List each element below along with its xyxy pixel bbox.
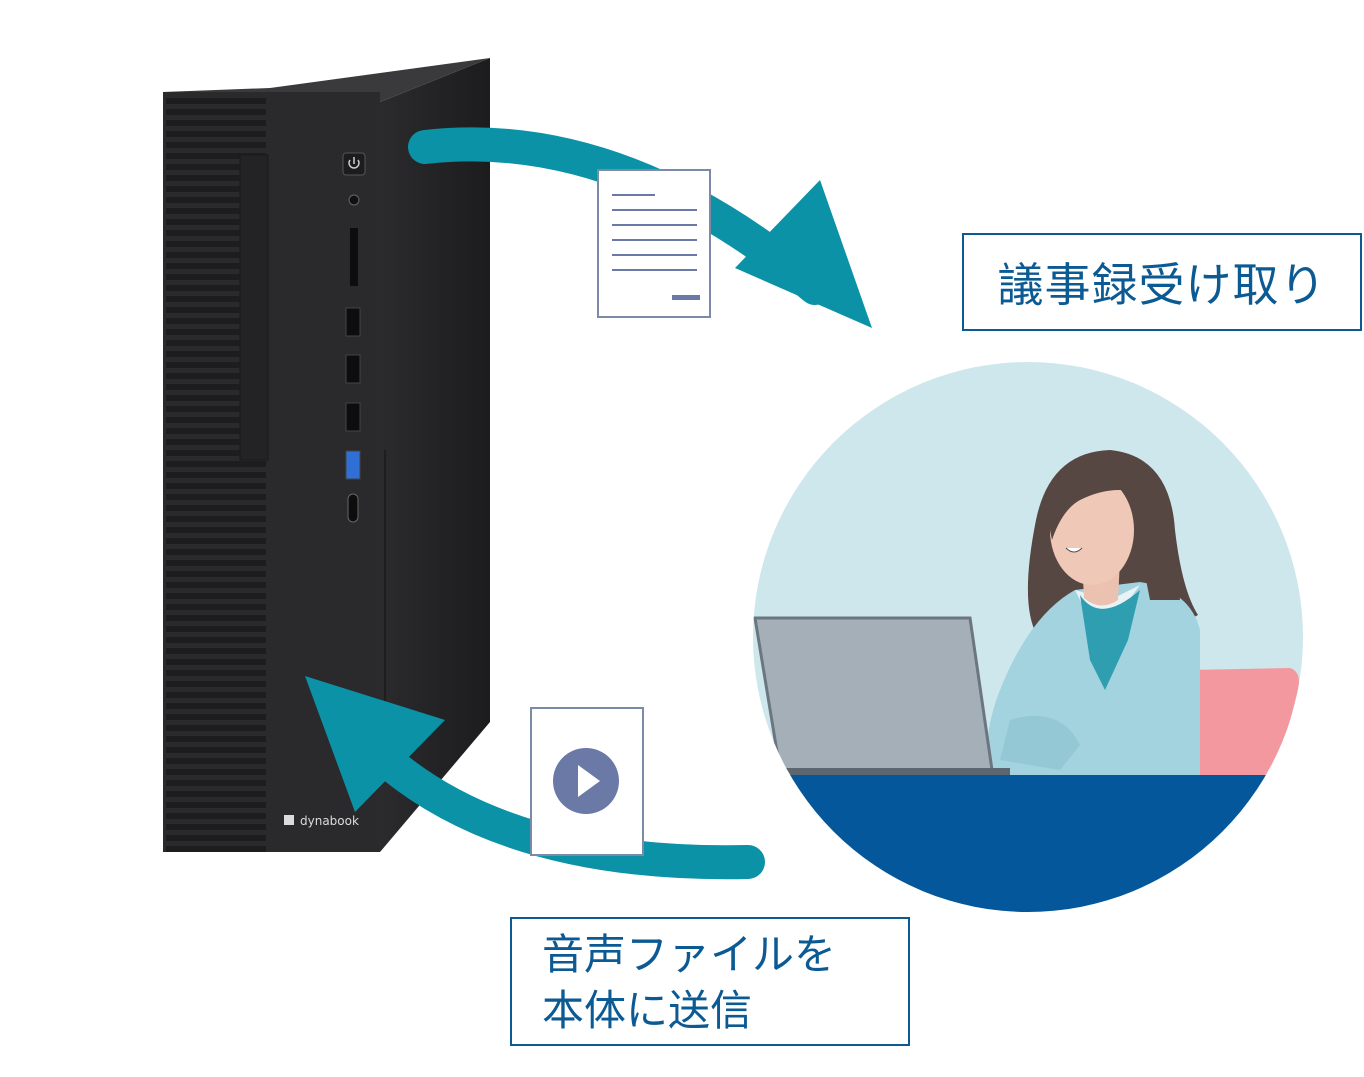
vent-slat	[166, 98, 266, 104]
vent-slat	[166, 714, 266, 720]
vent-slat	[166, 813, 266, 819]
vent-slat	[166, 109, 266, 115]
vent-slat	[166, 153, 266, 159]
headphone-jack[interactable]	[348, 194, 360, 206]
vent-slat	[166, 197, 266, 203]
vent-slat	[166, 725, 266, 731]
vent-slat	[166, 274, 266, 280]
vent-slat	[166, 593, 266, 599]
usb-port[interactable]	[345, 354, 361, 384]
vent-slat	[166, 560, 266, 566]
vent-slat	[166, 791, 266, 797]
vent-slat	[166, 549, 266, 555]
vent-slat	[166, 648, 266, 654]
vent-slat	[166, 329, 266, 335]
vent-slat	[166, 362, 266, 368]
vent-slat	[166, 780, 266, 786]
office-worker-illustration	[753, 362, 1303, 912]
vent-slat	[166, 450, 266, 456]
vent-slat	[166, 703, 266, 709]
vent-slat	[166, 164, 266, 170]
vent-slat	[166, 417, 266, 423]
vent-slat	[166, 263, 266, 269]
audio-send-line2: 本体に送信	[542, 986, 753, 1035]
vent-slat	[166, 384, 266, 390]
vent-slat	[166, 307, 266, 313]
usb-port[interactable]	[345, 402, 361, 432]
vent-slat	[166, 769, 266, 775]
vent-slat	[166, 494, 266, 500]
vent-slat	[166, 659, 266, 665]
vent-slat	[166, 131, 266, 137]
vent-slat	[166, 758, 266, 764]
vent-slat	[166, 142, 266, 148]
vent-slat	[166, 230, 266, 236]
arrow-audio-to-pc	[305, 676, 765, 880]
vent-slat	[166, 527, 266, 533]
vent-slat	[166, 626, 266, 632]
desktop-pc: dynabook	[163, 58, 490, 852]
document-icon	[597, 169, 711, 318]
vent-slat	[166, 340, 266, 346]
vent-slat	[166, 285, 266, 291]
vent-slat	[166, 175, 266, 181]
desk	[753, 775, 1303, 912]
minutes-received-label: 議事録受け取り	[962, 233, 1362, 331]
vent-slat	[166, 351, 266, 357]
audio-send-line1: 音声ファイルを	[542, 930, 837, 979]
vent-slat	[166, 439, 266, 445]
vent-slat	[166, 120, 266, 126]
pc-vent-grille	[166, 98, 266, 852]
dynabook-logo-icon	[284, 815, 294, 825]
vent-slat	[166, 406, 266, 412]
vent-slat	[166, 483, 266, 489]
vent-slat	[166, 615, 266, 621]
vent-slat	[166, 318, 266, 324]
vent-slat	[166, 571, 266, 577]
vent-slat	[166, 186, 266, 192]
vent-slat	[166, 582, 266, 588]
vent-slat	[166, 670, 266, 676]
usb3-port[interactable]	[345, 450, 361, 480]
card-reader-slot[interactable]	[350, 228, 358, 286]
laptop-screen	[753, 616, 994, 772]
usb-c-port[interactable]	[347, 493, 359, 523]
audio-send-label: 音声ファイルを 本体に送信	[510, 917, 910, 1046]
vent-slat	[166, 736, 266, 742]
usb-port[interactable]	[345, 307, 361, 337]
vent-slat	[166, 681, 266, 687]
vent-slat	[166, 472, 266, 478]
pc-drive-bay	[239, 154, 269, 461]
brand-text: dynabook	[300, 814, 359, 828]
vent-slat	[166, 428, 266, 434]
power-icon[interactable]	[342, 152, 366, 176]
vent-slat	[166, 846, 266, 852]
vent-slat	[166, 637, 266, 643]
vent-slat	[166, 505, 266, 511]
vent-slat	[166, 208, 266, 214]
audio-file-icon	[530, 707, 644, 856]
vent-slat	[166, 538, 266, 544]
vent-slat	[166, 252, 266, 258]
vent-slat	[166, 835, 266, 841]
vent-slat	[166, 604, 266, 610]
vent-slat	[166, 395, 266, 401]
chair	[1188, 668, 1299, 790]
scarf	[1080, 590, 1140, 690]
vent-slat	[166, 219, 266, 225]
play-icon	[553, 748, 619, 814]
vent-slat	[166, 692, 266, 698]
pc-side-panel	[380, 58, 490, 852]
pc-top-panel	[163, 58, 490, 102]
vent-slat	[166, 516, 266, 522]
vent-slat	[166, 461, 266, 467]
vent-slat	[166, 373, 266, 379]
vent-slat	[166, 296, 266, 302]
vent-slat	[166, 747, 266, 753]
vent-slat	[166, 824, 266, 830]
laptop-base	[770, 768, 1010, 776]
vent-slat	[166, 241, 266, 247]
vent-slat	[166, 802, 266, 808]
